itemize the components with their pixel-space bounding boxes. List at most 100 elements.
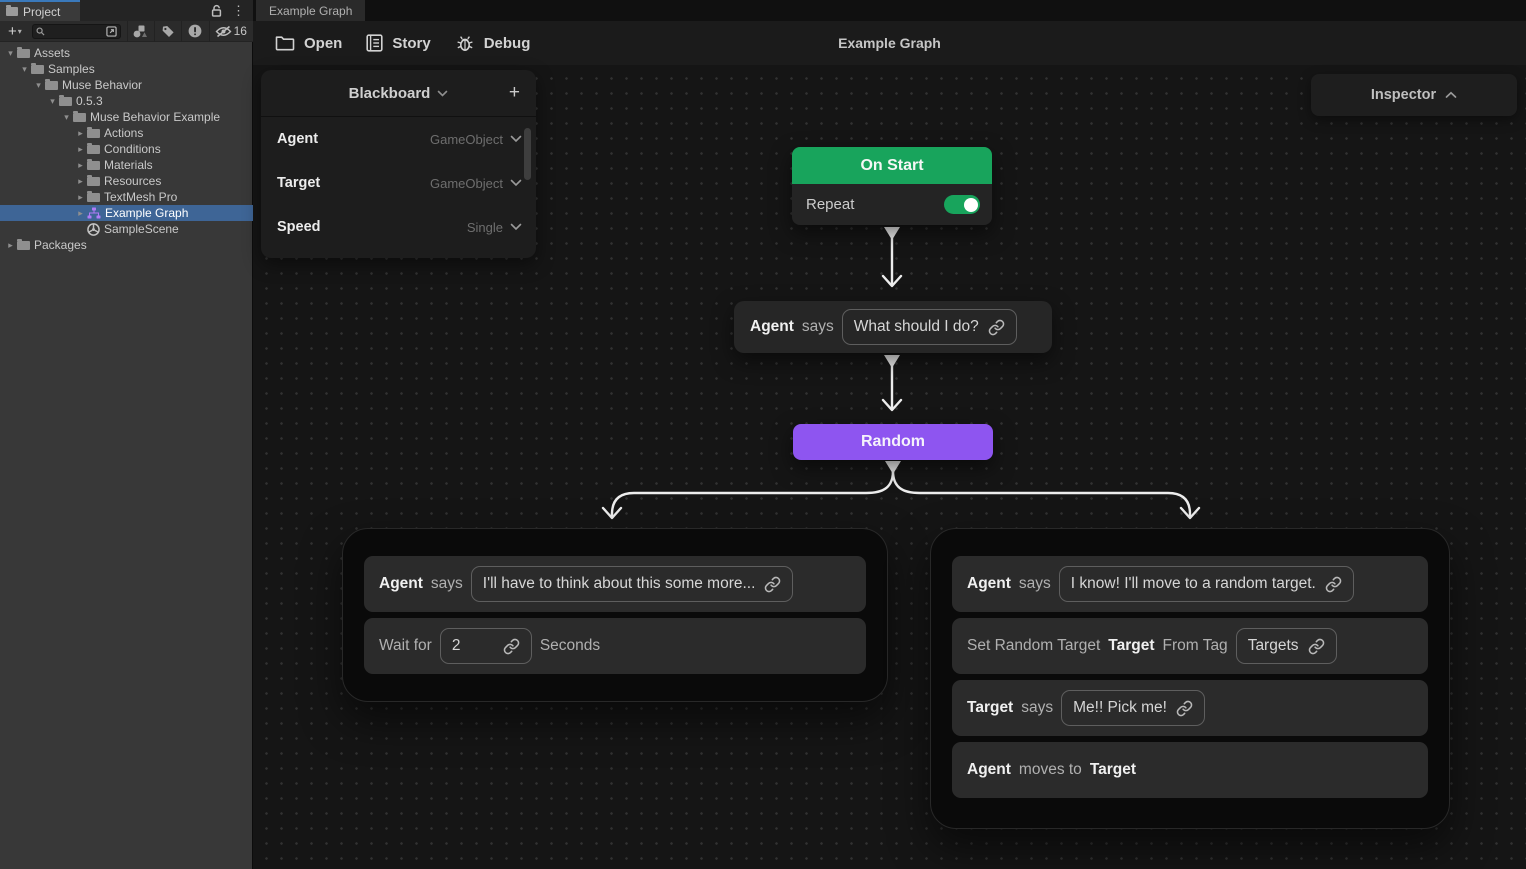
right-branch-group[interactable]: Agent says I know! I'll move to a random…	[930, 528, 1450, 829]
tree-item-muse-behavior[interactable]: ▾Muse Behavior	[0, 77, 253, 93]
tree-item-samplescene[interactable]: SampleScene	[0, 221, 253, 237]
hidden-items-toggle[interactable]: 16	[215, 24, 253, 38]
project-tree: ▾Assets ▾Samples ▾Muse Behavior ▾0.5.3 ▾…	[0, 45, 253, 253]
tree-item-example-graph[interactable]: ▸ Example Graph	[0, 205, 253, 221]
open-button[interactable]: Open	[275, 35, 342, 52]
debug-bug-icon	[457, 35, 473, 51]
link-icon[interactable]	[988, 319, 1005, 336]
add-variable-button[interactable]: +	[508, 82, 520, 103]
agent-moves-row[interactable]: Agent moves to Target	[952, 742, 1428, 798]
tab-example-graph[interactable]: Example Graph	[256, 0, 366, 21]
chevron-expanded-icon[interactable]: ▾	[36, 79, 41, 90]
say-value-field[interactable]: What should I do?	[841, 309, 1017, 345]
folder-icon	[45, 78, 58, 90]
on-start-node[interactable]: On Start Repeat	[792, 147, 992, 225]
scene-icon	[87, 222, 100, 236]
chevron-expanded-icon[interactable]: ▾	[22, 63, 27, 74]
repeat-toggle[interactable]	[944, 195, 980, 214]
agent-says-row[interactable]: Agent says I'll have to think about this…	[364, 556, 866, 612]
folder-icon	[73, 110, 86, 122]
project-tabstrip: Project ⋮	[0, 0, 253, 21]
tree-item-packages[interactable]: ▸Packages	[0, 237, 253, 253]
link-icon[interactable]	[503, 638, 520, 655]
open-search-window-icon[interactable]	[105, 25, 117, 37]
agent-says-node[interactable]: Agent says What should I do?	[734, 301, 1052, 353]
chevron-down-icon[interactable]	[510, 179, 522, 187]
filter-by-label-icon[interactable]	[158, 21, 178, 42]
chevron-expanded-icon[interactable]: ▾	[50, 95, 55, 106]
blackboard-header: Blackboard +	[261, 70, 536, 117]
folder-icon	[87, 174, 100, 186]
tree-item-samples[interactable]: ▾Samples	[0, 61, 253, 77]
toggle-knob	[963, 197, 978, 212]
filter-by-type-icon[interactable]	[131, 21, 151, 42]
link-icon[interactable]	[764, 576, 781, 593]
chevron-collapsed-icon[interactable]: ▸	[78, 175, 83, 186]
blackboard-panel: Blackboard + Agent GameObject Target Gam…	[261, 70, 536, 258]
blackboard-title[interactable]: Blackboard	[348, 84, 431, 102]
link-icon[interactable]	[1325, 576, 1342, 593]
tree-item-0-5-3[interactable]: ▾0.5.3	[0, 93, 253, 109]
chevron-collapsed-icon[interactable]: ▸	[78, 127, 83, 138]
wait-row[interactable]: Wait for 2 Seconds	[364, 618, 866, 674]
chevron-down-icon[interactable]	[510, 135, 522, 143]
debug-button[interactable]: Debug	[455, 34, 530, 53]
tab-label: Example Graph	[269, 3, 353, 18]
tree-item-muse-behavior-example[interactable]: ▾Muse Behavior Example	[0, 109, 253, 125]
folder-icon	[87, 158, 100, 170]
project-toolbar: +▾ 16	[0, 20, 253, 42]
chevron-collapsed-icon[interactable]: ▸	[78, 207, 83, 218]
on-start-header[interactable]: On Start	[792, 147, 992, 184]
chevron-expanded-icon[interactable]: ▾	[8, 47, 13, 58]
set-random-target-row[interactable]: Set Random Target Target From Tag Target…	[952, 618, 1428, 674]
chevron-collapsed-icon[interactable]: ▸	[78, 191, 83, 202]
blackboard-variable-speed[interactable]: Speed Single	[261, 205, 536, 249]
chevron-down-icon	[438, 90, 448, 97]
chevron-down-icon[interactable]	[510, 223, 522, 231]
unlock-icon[interactable]	[211, 4, 222, 17]
project-panel	[0, 0, 253, 869]
target-says-row[interactable]: Target says Me!! Pick me!	[952, 680, 1428, 736]
say-value-field[interactable]: I'll have to think about this some more.…	[470, 566, 794, 602]
link-icon[interactable]	[1308, 638, 1325, 655]
editor-toolbar: Open Story Debug	[253, 21, 1526, 65]
chevron-collapsed-icon[interactable]: ▸	[78, 159, 83, 170]
search-input[interactable]	[31, 23, 121, 39]
folder-icon	[87, 142, 100, 154]
tree-item-textmesh-pro[interactable]: ▸TextMesh Pro	[0, 189, 253, 205]
tab-project[interactable]: Project	[0, 0, 80, 21]
chevron-up-icon	[1445, 91, 1457, 98]
create-asset-button[interactable]: +▾	[8, 22, 22, 40]
folder-icon	[87, 190, 100, 202]
wait-seconds-field[interactable]: 2	[439, 628, 532, 664]
behavior-graph-icon	[87, 207, 101, 219]
inspector-toggle-button[interactable]: Inspector	[1311, 74, 1517, 116]
scrollbar-thumb[interactable]	[524, 128, 531, 180]
folder-icon	[17, 238, 30, 250]
folder-open-icon	[275, 36, 295, 51]
agent-says-row[interactable]: Agent says I know! I'll move to a random…	[952, 556, 1428, 612]
random-node[interactable]: Random	[793, 424, 993, 460]
say-value-field[interactable]: Me!! Pick me!	[1061, 690, 1205, 726]
tree-item-materials[interactable]: ▸Materials	[0, 157, 253, 173]
tag-field[interactable]: Targets	[1235, 628, 1337, 664]
folder-icon	[17, 46, 30, 58]
tree-item-actions[interactable]: ▸Actions	[0, 125, 253, 141]
link-icon[interactable]	[1176, 700, 1193, 717]
say-value-field[interactable]: I know! I'll move to a random target.	[1058, 566, 1354, 602]
search-icon	[36, 26, 45, 36]
tree-item-assets[interactable]: ▾Assets	[0, 45, 253, 61]
blackboard-variable-target[interactable]: Target GameObject	[261, 161, 536, 205]
chevron-expanded-icon[interactable]: ▾	[64, 111, 69, 122]
tree-item-resources[interactable]: ▸Resources	[0, 173, 253, 189]
folder-icon	[6, 5, 18, 16]
console-warning-icon[interactable]	[185, 21, 205, 42]
chevron-collapsed-icon[interactable]: ▸	[78, 143, 83, 154]
story-button[interactable]: Story	[366, 34, 431, 52]
repeat-label: Repeat	[806, 196, 855, 213]
blackboard-variable-agent[interactable]: Agent GameObject	[261, 117, 536, 161]
left-branch-group[interactable]: Agent says I'll have to think about this…	[342, 528, 888, 702]
chevron-collapsed-icon[interactable]: ▸	[8, 239, 13, 250]
tree-item-conditions[interactable]: ▸Conditions	[0, 141, 253, 157]
kebab-menu-icon[interactable]: ⋮	[232, 3, 245, 18]
